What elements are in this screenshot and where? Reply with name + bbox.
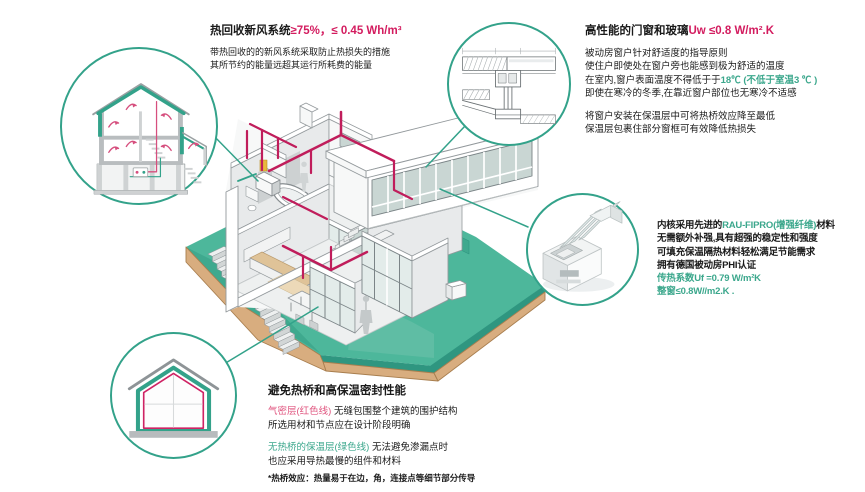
window-profile-render: [542, 201, 623, 292]
windows-line1: 被动房窗户针对舒适度的指导原则: [585, 48, 728, 59]
thermal-title: 避免热桥和高保温密封性能: [268, 385, 406, 397]
profile-line3: 可填充保温隔热材料轻松满足节能需求: [657, 246, 816, 258]
inset-window-install-detail: [447, 22, 571, 146]
windows-line5: 将窗户安装在保温层中可将热桥效应降至最低: [585, 110, 776, 122]
ventilation-section-diagram: [92, 83, 207, 195]
thermal-p2-text: 无法避免渗漏点时: [369, 442, 448, 453]
windows-title-text: 高性能的门窗和玻璃: [585, 25, 689, 37]
ventilation-ducts: [237, 110, 414, 280]
thermal-p1-line2: 所选用材和节点应在设计阶段明确: [268, 420, 411, 431]
windows-line3-text: 在室内,窗户表面温度不得低于于: [585, 74, 721, 86]
thermal-p2-line1: 无热桥的保温层(绿色线) 无法避免渗漏点时: [268, 441, 475, 455]
profile-line1: 内核采用先进的RAU-FIPRO(增强纤维)材料: [657, 219, 835, 232]
ventilation-title: 热回收新风系统≥75%，≤ 0.45 Wh/m³: [210, 22, 402, 38]
windows-line3: 在室内,窗户表面温度不得低于于18℃ (不低于室温3 ℃ ): [585, 74, 817, 87]
windows-line6: 保温层包裹住部分窗框可有效降低热损失: [585, 124, 757, 136]
text-block-profile: 内核采用先进的RAU-FIPRO(增强纤维)材料 无需额外补强,具有超强的稳定性…: [657, 219, 835, 299]
thermal-p1-text: 无缝包围整个建筑的围护结构: [331, 406, 458, 417]
profile-line1-material: RAU-FIPRO(增强纤维): [722, 220, 817, 231]
text-block-windows: 高性能的门窗和玻璃Uw ≤0.8 W/m².K 被动房窗户针对舒适度的指导原则 …: [585, 22, 817, 136]
inset-ventilation-section: [60, 47, 218, 205]
thermal-footnote: *热桥效应：热量易于在边，角，连接点等细节部分传导: [268, 473, 476, 483]
thermal-insulation-label: 无热桥的保温层(绿色线): [268, 442, 370, 453]
ventilation-title-value: ≥75%，≤ 0.45 Wh/m³: [290, 25, 402, 37]
building-cutaway-extras: [445, 280, 467, 301]
windows-line4: 即使在寒冷的冬季,在靠近窗户部位也无寒冷不适感: [585, 88, 797, 100]
person-figures: [359, 295, 373, 334]
profile-line1-prefix: 内核采用先进的: [657, 220, 723, 231]
thermal-p2-line2: 也应采用导热最慢的组件和材料: [268, 456, 402, 467]
ventilation-body-line1: 带热回收的的新风系统采取防止热损失的措施: [210, 47, 391, 57]
ventilation-title-text: 热回收新风系统: [210, 25, 291, 37]
windows-line3-value: 18℃ (不低于室温3 ℃ ): [720, 74, 818, 86]
building-cutaway: [225, 102, 539, 346]
profile-line2: 无需额外补强,具有超强的稳定性和强度: [657, 233, 818, 245]
windows-line2: 使住户即使处在窗户旁也能感到极为舒适的温度: [585, 61, 785, 73]
inset-envelope-section: [110, 332, 237, 459]
thermal-p1-line1: 气密层(红色线) 无缝包围整个建筑的围护结构: [268, 405, 475, 419]
windows-title-value: Uw ≤0.8 W/m².K: [688, 25, 775, 37]
inset-window-profile: [526, 193, 639, 306]
thermal-airtight-label: 气密层(红色线): [268, 406, 332, 417]
text-block-thermal: 避免热桥和高保温密封性能 气密层(红色线) 无缝包围整个建筑的围护结构 所选用材…: [268, 382, 475, 485]
profile-line5: 传热系数Uf =0.79 W/m²K: [657, 273, 761, 285]
text-block-ventilation: 热回收新风系统≥75%，≤ 0.45 Wh/m³ 带热回收的的新风系统采取防止热…: [210, 22, 402, 73]
profile-line1-suffix: 材料: [816, 220, 835, 231]
windows-title: 高性能的门窗和玻璃Uw ≤0.8 W/m².K: [585, 22, 817, 38]
ventilation-body-line2: 其所节约的能量远超其运行所耗费的能量: [210, 60, 373, 71]
profile-line6: 整窗≤0.8W//m2.K .: [657, 286, 735, 298]
profile-line4: 拥有德国被动房PHI认证: [657, 259, 756, 271]
window-install-detail-diagram: [462, 47, 556, 124]
envelope-section-diagram: [127, 358, 220, 438]
callout-connector-lines: [210, 124, 529, 364]
